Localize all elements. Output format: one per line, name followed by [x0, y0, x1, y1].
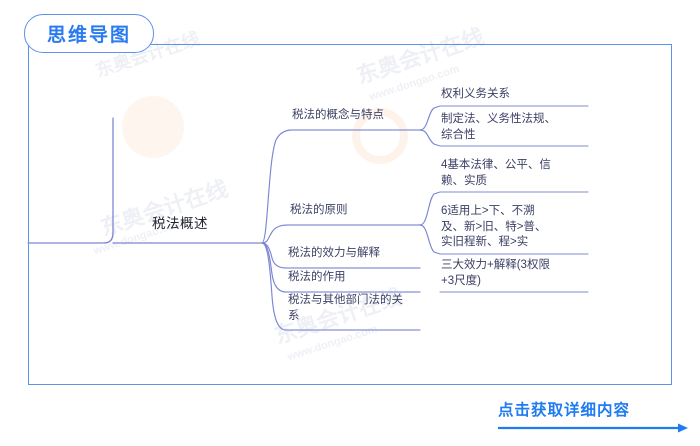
- title-badge-label: 思维导图: [46, 25, 131, 46]
- cta-link[interactable]: 点击获取详细内容: [498, 398, 688, 434]
- leaf-label-rights: 权利义务关系: [441, 88, 510, 100]
- leaf-label-apply-six: 6适用上>下、不溯 及、新>旧、特>普、 实旧程新、程>实: [441, 205, 547, 248]
- root-node-label: 税法概述: [152, 216, 208, 231]
- branch-node-concept[interactable]: 税法的概念与特点: [292, 108, 422, 124]
- leaf-node-three-eff[interactable]: 三大效力+解释(3权限 +3尺度): [441, 258, 593, 289]
- leaf-label-three-eff: 三大效力+解释(3权限 +3尺度): [441, 259, 550, 287]
- leaf-label-basic-four: 4基本法律、公平、信 赖、实质: [441, 159, 551, 187]
- branch-node-principle[interactable]: 税法的原则: [290, 203, 420, 219]
- arrow-right-icon: [498, 423, 688, 433]
- branch-node-function[interactable]: 税法的作用: [288, 270, 418, 286]
- leaf-node-basic-four[interactable]: 4基本法律、公平、信 赖、实质: [441, 158, 591, 189]
- leaf-label-statute: 制定法、义务性法规、 综合性: [441, 113, 556, 141]
- title-badge: 思维导图: [24, 14, 154, 53]
- branch-label-function: 税法的作用: [288, 271, 346, 283]
- branch-label-relation: 税法与其他部门法的关 系: [288, 294, 403, 322]
- leaf-node-apply-six[interactable]: 6适用上>下、不溯 及、新>旧、特>普、 实旧程新、程>实: [441, 204, 593, 251]
- cta-label: 点击获取详细内容: [498, 402, 631, 419]
- leaf-node-statute[interactable]: 制定法、义务性法规、 综合性: [441, 112, 593, 143]
- branch-node-relation[interactable]: 税法与其他部门法的关 系: [288, 293, 424, 324]
- branch-label-principle: 税法的原则: [290, 204, 348, 216]
- branch-label-concept: 税法的概念与特点: [292, 109, 384, 121]
- branch-node-effect[interactable]: 税法的效力与解释: [288, 246, 424, 262]
- leaf-node-rights[interactable]: 权利义务关系: [441, 87, 591, 103]
- root-node[interactable]: 税法概述: [152, 216, 272, 232]
- branch-label-effect: 税法的效力与解释: [288, 247, 380, 259]
